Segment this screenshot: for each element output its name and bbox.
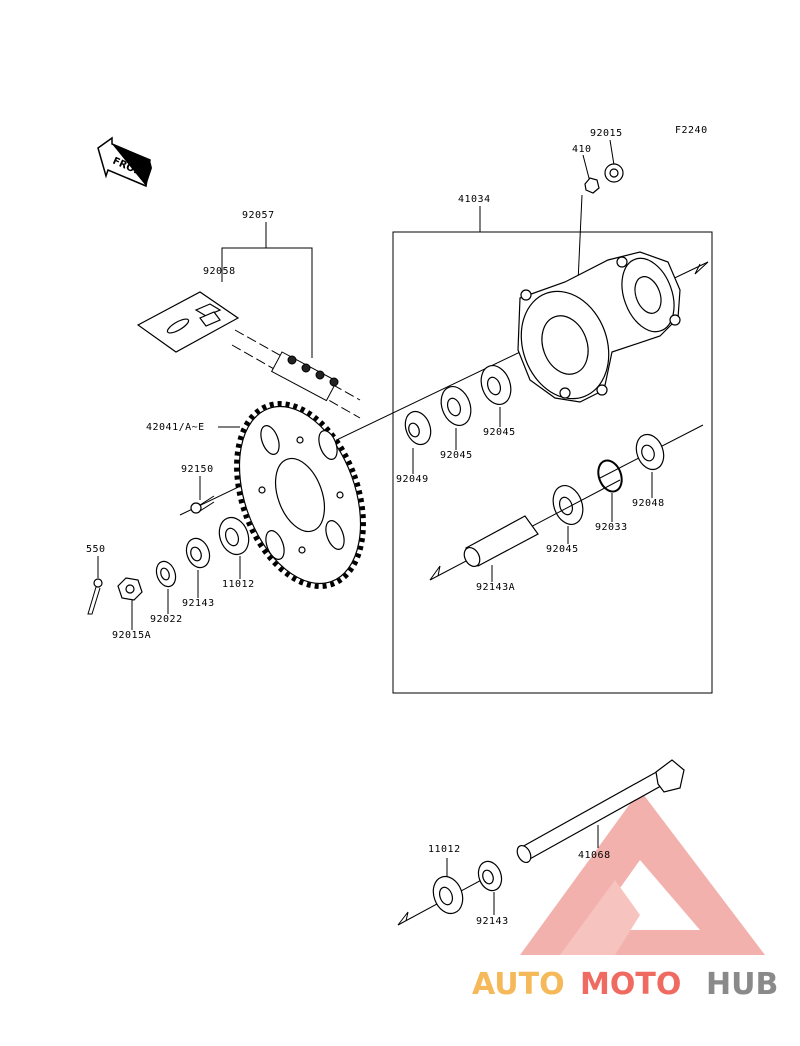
label-92058: 92058 <box>203 266 236 277</box>
label-11012-a: 11012 <box>222 579 255 590</box>
part-92150-bolt <box>190 495 215 514</box>
part-92143A-tube <box>463 515 539 568</box>
part-sprocket-42041 <box>234 401 366 589</box>
watermark-text: AUTO MOTO HUB <box>472 967 778 1002</box>
part-11012-b <box>432 875 464 915</box>
label-92015: 92015 <box>590 128 623 139</box>
part-550-cotter-pin <box>87 578 103 615</box>
watermark-moto: MOTO <box>580 967 681 1002</box>
label-92150: 92150 <box>181 464 214 475</box>
part-92045-a <box>440 386 472 426</box>
label-92143A: 92143A <box>476 582 515 593</box>
label-410: 410 <box>572 144 592 155</box>
part-92045-b <box>480 365 512 405</box>
part-11012-a <box>218 516 250 556</box>
label-92048: 92048 <box>632 498 665 509</box>
part-92057-chain <box>231 329 361 419</box>
part-92143-a <box>185 537 211 569</box>
label-92045-c: 92045 <box>546 544 579 555</box>
label-92049: 92049 <box>396 474 429 485</box>
label-92143-b: 92143 <box>476 916 509 927</box>
part-hub <box>517 251 681 403</box>
label-11012-b: 11012 <box>428 844 461 855</box>
label-550: 550 <box>86 544 106 555</box>
front-arrow-icon: FRONT <box>97 136 152 188</box>
watermark-hub: HUB <box>706 967 778 1002</box>
label-41034: 41034 <box>458 194 491 205</box>
label-92033: 92033 <box>595 522 628 533</box>
label-41068: 41068 <box>578 850 611 861</box>
label-92045-b: 92045 <box>483 427 516 438</box>
watermark-logo <box>520 790 765 955</box>
part-92022 <box>155 560 177 588</box>
label-92045-a: 92045 <box>440 450 473 461</box>
label-92143-a: 92143 <box>182 598 215 609</box>
label-42041: 42041/A~E <box>146 422 205 433</box>
label-92057: 92057 <box>242 210 275 221</box>
part-92143-b <box>477 860 503 892</box>
part-92048 <box>635 433 665 471</box>
part-92049 <box>404 410 432 446</box>
label-92015A: 92015A <box>112 630 151 641</box>
part-41068-axle <box>516 759 685 864</box>
watermark-auto: AUTO <box>472 967 565 1002</box>
part-92033 <box>597 459 623 493</box>
hub-assembly-box <box>392 231 713 694</box>
figure-code: F2240 <box>675 125 708 136</box>
label-92022: 92022 <box>150 614 183 625</box>
part-410 <box>584 177 600 194</box>
part-92015A-castle-nut <box>117 577 143 601</box>
part-92045-c <box>552 485 584 525</box>
